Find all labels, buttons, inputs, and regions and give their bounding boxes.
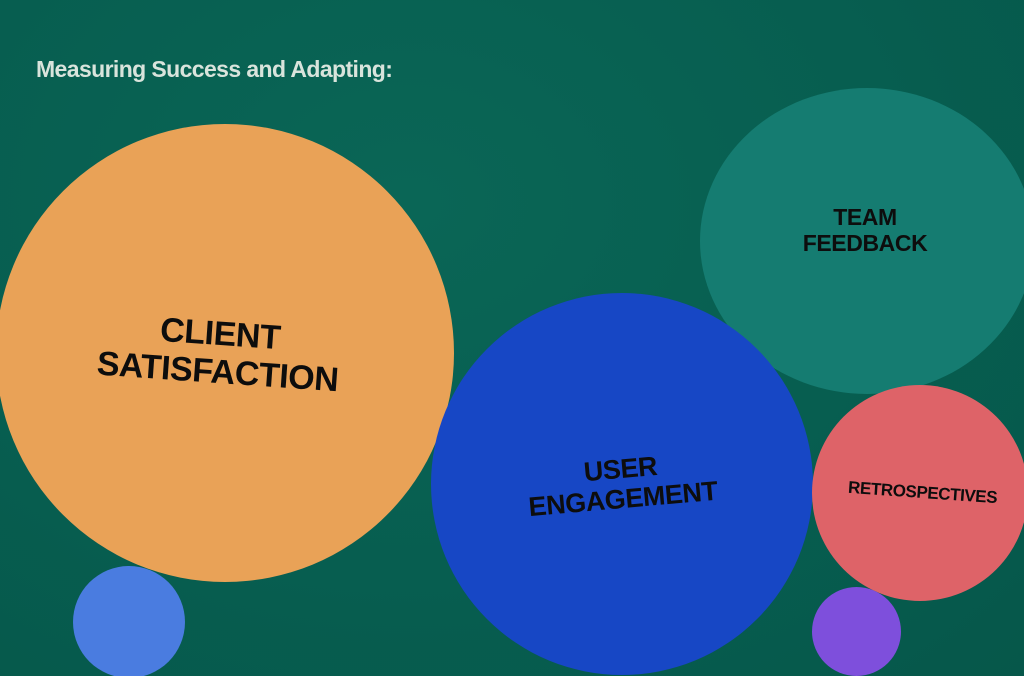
team-feedback-label: TEAM FEEDBACK	[802, 204, 928, 256]
small-blue-bubble	[73, 566, 185, 676]
team-feedback-bubble: TEAM FEEDBACK	[700, 88, 1024, 394]
user-engagement-label: USER ENGAGEMENT	[527, 450, 720, 523]
user-engagement-bubble: USER ENGAGEMENT	[431, 293, 813, 675]
retrospectives-label: RETROSPECTIVES	[847, 478, 999, 508]
retrospectives-bubble: RETROSPECTIVES	[812, 385, 1024, 601]
page-title: Measuring Success and Adapting:	[36, 56, 393, 82]
client-satisfaction-bubble: CLIENT SATISFACTION	[0, 124, 454, 582]
client-satisfaction-label: CLIENT SATISFACTION	[95, 310, 340, 400]
small-purple-bubble	[812, 587, 901, 676]
